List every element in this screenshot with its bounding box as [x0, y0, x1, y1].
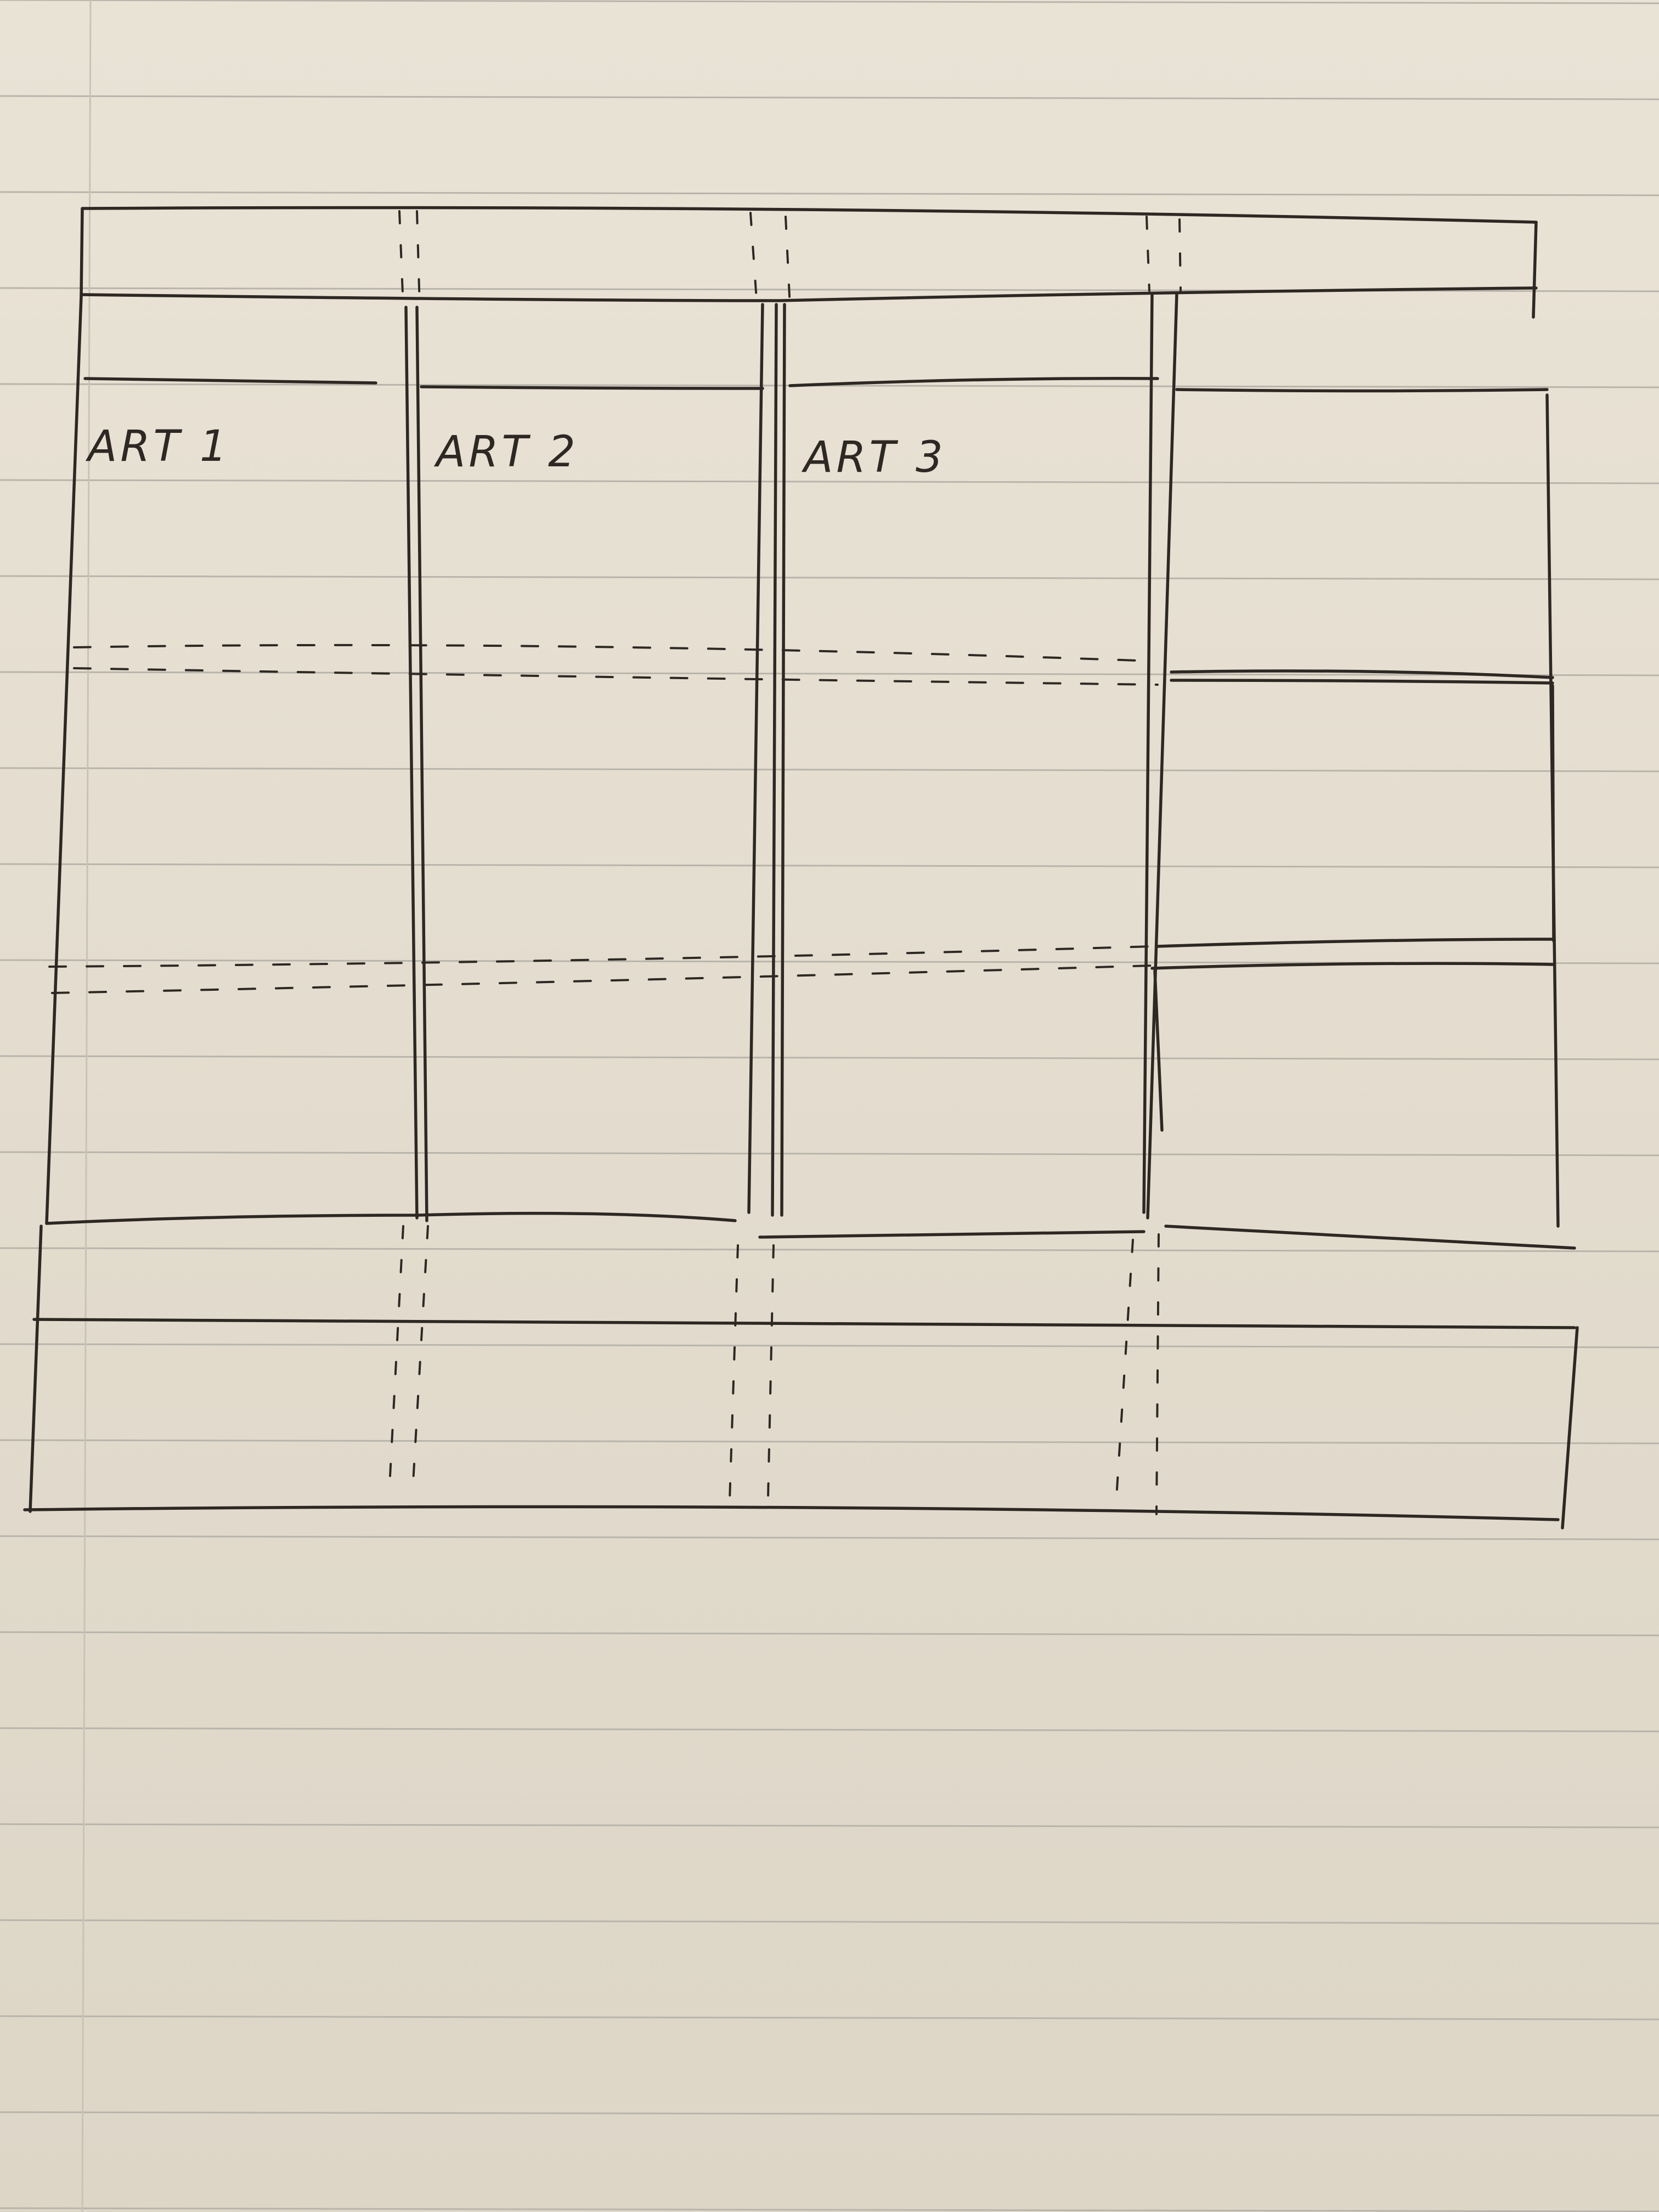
art3-label: ART 3 [801, 433, 946, 482]
art2-label: ART 2 [433, 427, 579, 477]
art2-top-edge [420, 385, 764, 390]
footer-bottom-edge [23, 1505, 1560, 1521]
sidebar-top-edge [1175, 388, 1549, 393]
header-divider-2 [749, 212, 758, 308]
footer-divider-3 [1115, 1239, 1134, 1499]
sidebar-box-right-inner [1551, 684, 1555, 943]
ruled-line [0, 95, 1659, 100]
header-divider-3b [1178, 218, 1182, 292]
art3-right-edge-a [1142, 292, 1154, 1214]
art3-top-edge [788, 377, 1159, 387]
ruled-line [0, 1247, 1659, 1252]
section-divider-1b [73, 667, 1159, 686]
art1-right-edge-b [415, 306, 428, 1222]
header-divider-2b [785, 216, 791, 308]
ruled-line [0, 767, 1659, 772]
footer-divider-1b [411, 1225, 429, 1493]
sidebar-box3-left [1153, 969, 1164, 1132]
columns-bottom-edge-mid [758, 1230, 1146, 1239]
art1-top-edge [83, 377, 377, 385]
section-divider-2b [51, 964, 1153, 994]
header-left-edge [80, 207, 84, 298]
header-divider-3 [1146, 216, 1150, 292]
columns-bottom-edge-right [1164, 1224, 1576, 1250]
sidebar-box2-bottom [1156, 938, 1554, 948]
columns-bottom-edge-left [45, 1211, 737, 1225]
ruled-line [0, 1919, 1659, 1925]
footer-divider-2 [729, 1244, 739, 1502]
header-divider-1 [398, 210, 404, 308]
ruled-line [0, 1439, 1659, 1444]
ruled-line [0, 1823, 1659, 1829]
art2-right-edge-b [771, 303, 778, 1217]
footer-divider-3b [1155, 1233, 1160, 1515]
wireframe-sketch: ART 1 ART 2 ART 3 [23, 206, 1579, 1530]
ruled-line [0, 1631, 1659, 1637]
header-divider-1b [416, 210, 421, 308]
footer-divider-1 [388, 1225, 404, 1488]
art3-left-edge [780, 303, 786, 1217]
art1-right-edge-a [404, 306, 419, 1220]
footer-right-edge [1561, 1326, 1579, 1530]
ruled-line [0, 0, 1659, 4]
ruled-line [0, 1151, 1659, 1156]
margin-line [81, 0, 92, 2212]
header-bottom-edge [80, 286, 1538, 302]
sidebar-box3-top [1150, 962, 1554, 970]
section-divider-1 [73, 644, 1153, 662]
ruled-line [0, 1343, 1659, 1348]
ruled-line [0, 191, 1659, 196]
sidebar-box1-bottom [1170, 669, 1554, 679]
ruled-line [0, 1535, 1659, 1541]
ruled-line [0, 863, 1659, 868]
ruled-line [0, 575, 1659, 580]
ruled-line [0, 1727, 1659, 1733]
header-right-edge [1532, 221, 1538, 319]
footer-top-edge [32, 1318, 1576, 1329]
art1-left-edge [45, 295, 83, 1225]
ruled-line [0, 2111, 1659, 2117]
ruled-line [0, 479, 1659, 484]
art2-right-edge-a [747, 303, 764, 1214]
ruled-line [0, 2207, 1659, 2212]
footer-divider-2b [767, 1244, 775, 1499]
footer-left-edge [29, 1224, 43, 1513]
art1-label: ART 1 [85, 422, 230, 471]
section-divider-2 [48, 945, 1153, 968]
ruled-line [0, 1055, 1659, 1060]
ruled-line [0, 2015, 1659, 2021]
sidebar-box2-top [1170, 679, 1554, 685]
header-top-edge [81, 206, 1538, 224]
art3-right-edge-b [1146, 292, 1178, 1220]
ruled-line [0, 383, 1659, 388]
